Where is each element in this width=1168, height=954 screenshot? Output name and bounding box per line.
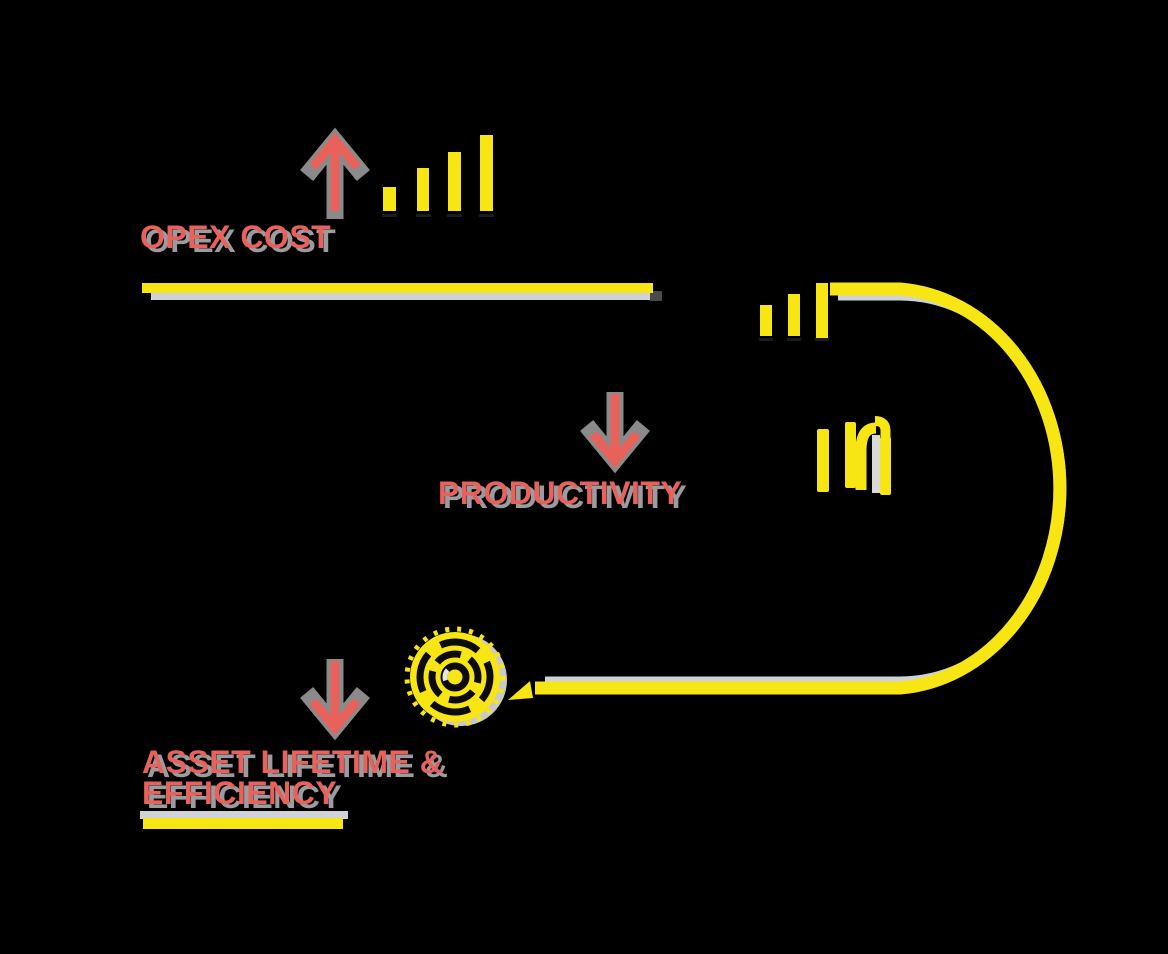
feedback-curve-arrowhead	[508, 681, 533, 700]
feedback-curve	[508, 282, 1067, 700]
feedback-curve-line	[535, 282, 1067, 695]
small-bars-icon	[759, 283, 829, 341]
coin-gear-icon	[404, 626, 507, 728]
asset-lifetime-label-line1: ASSET LIFETIME &	[142, 744, 444, 780]
up-arrow-icon	[300, 127, 370, 219]
efficiency-underline-shadow	[140, 811, 348, 819]
opex-cost-label: OPEX COST	[140, 219, 332, 255]
productivity-label: PRODUCTIVITY	[438, 475, 683, 511]
opex-underline-shadow	[151, 292, 662, 300]
down-arrow-asset-icon	[300, 659, 370, 741]
asset-lifetime-label-line2: EFFICIENCY	[142, 775, 338, 811]
opex-underline	[142, 283, 653, 293]
efficiency-underline	[143, 818, 343, 829]
asset-lifetime-label: ASSET LIFETIME & EFFICIENCY	[142, 744, 444, 811]
opex-underline-endcap	[650, 291, 662, 301]
down-arrow-productivity-icon	[580, 392, 650, 474]
rising-bars-icon	[382, 135, 494, 217]
machine-icon	[817, 416, 891, 495]
